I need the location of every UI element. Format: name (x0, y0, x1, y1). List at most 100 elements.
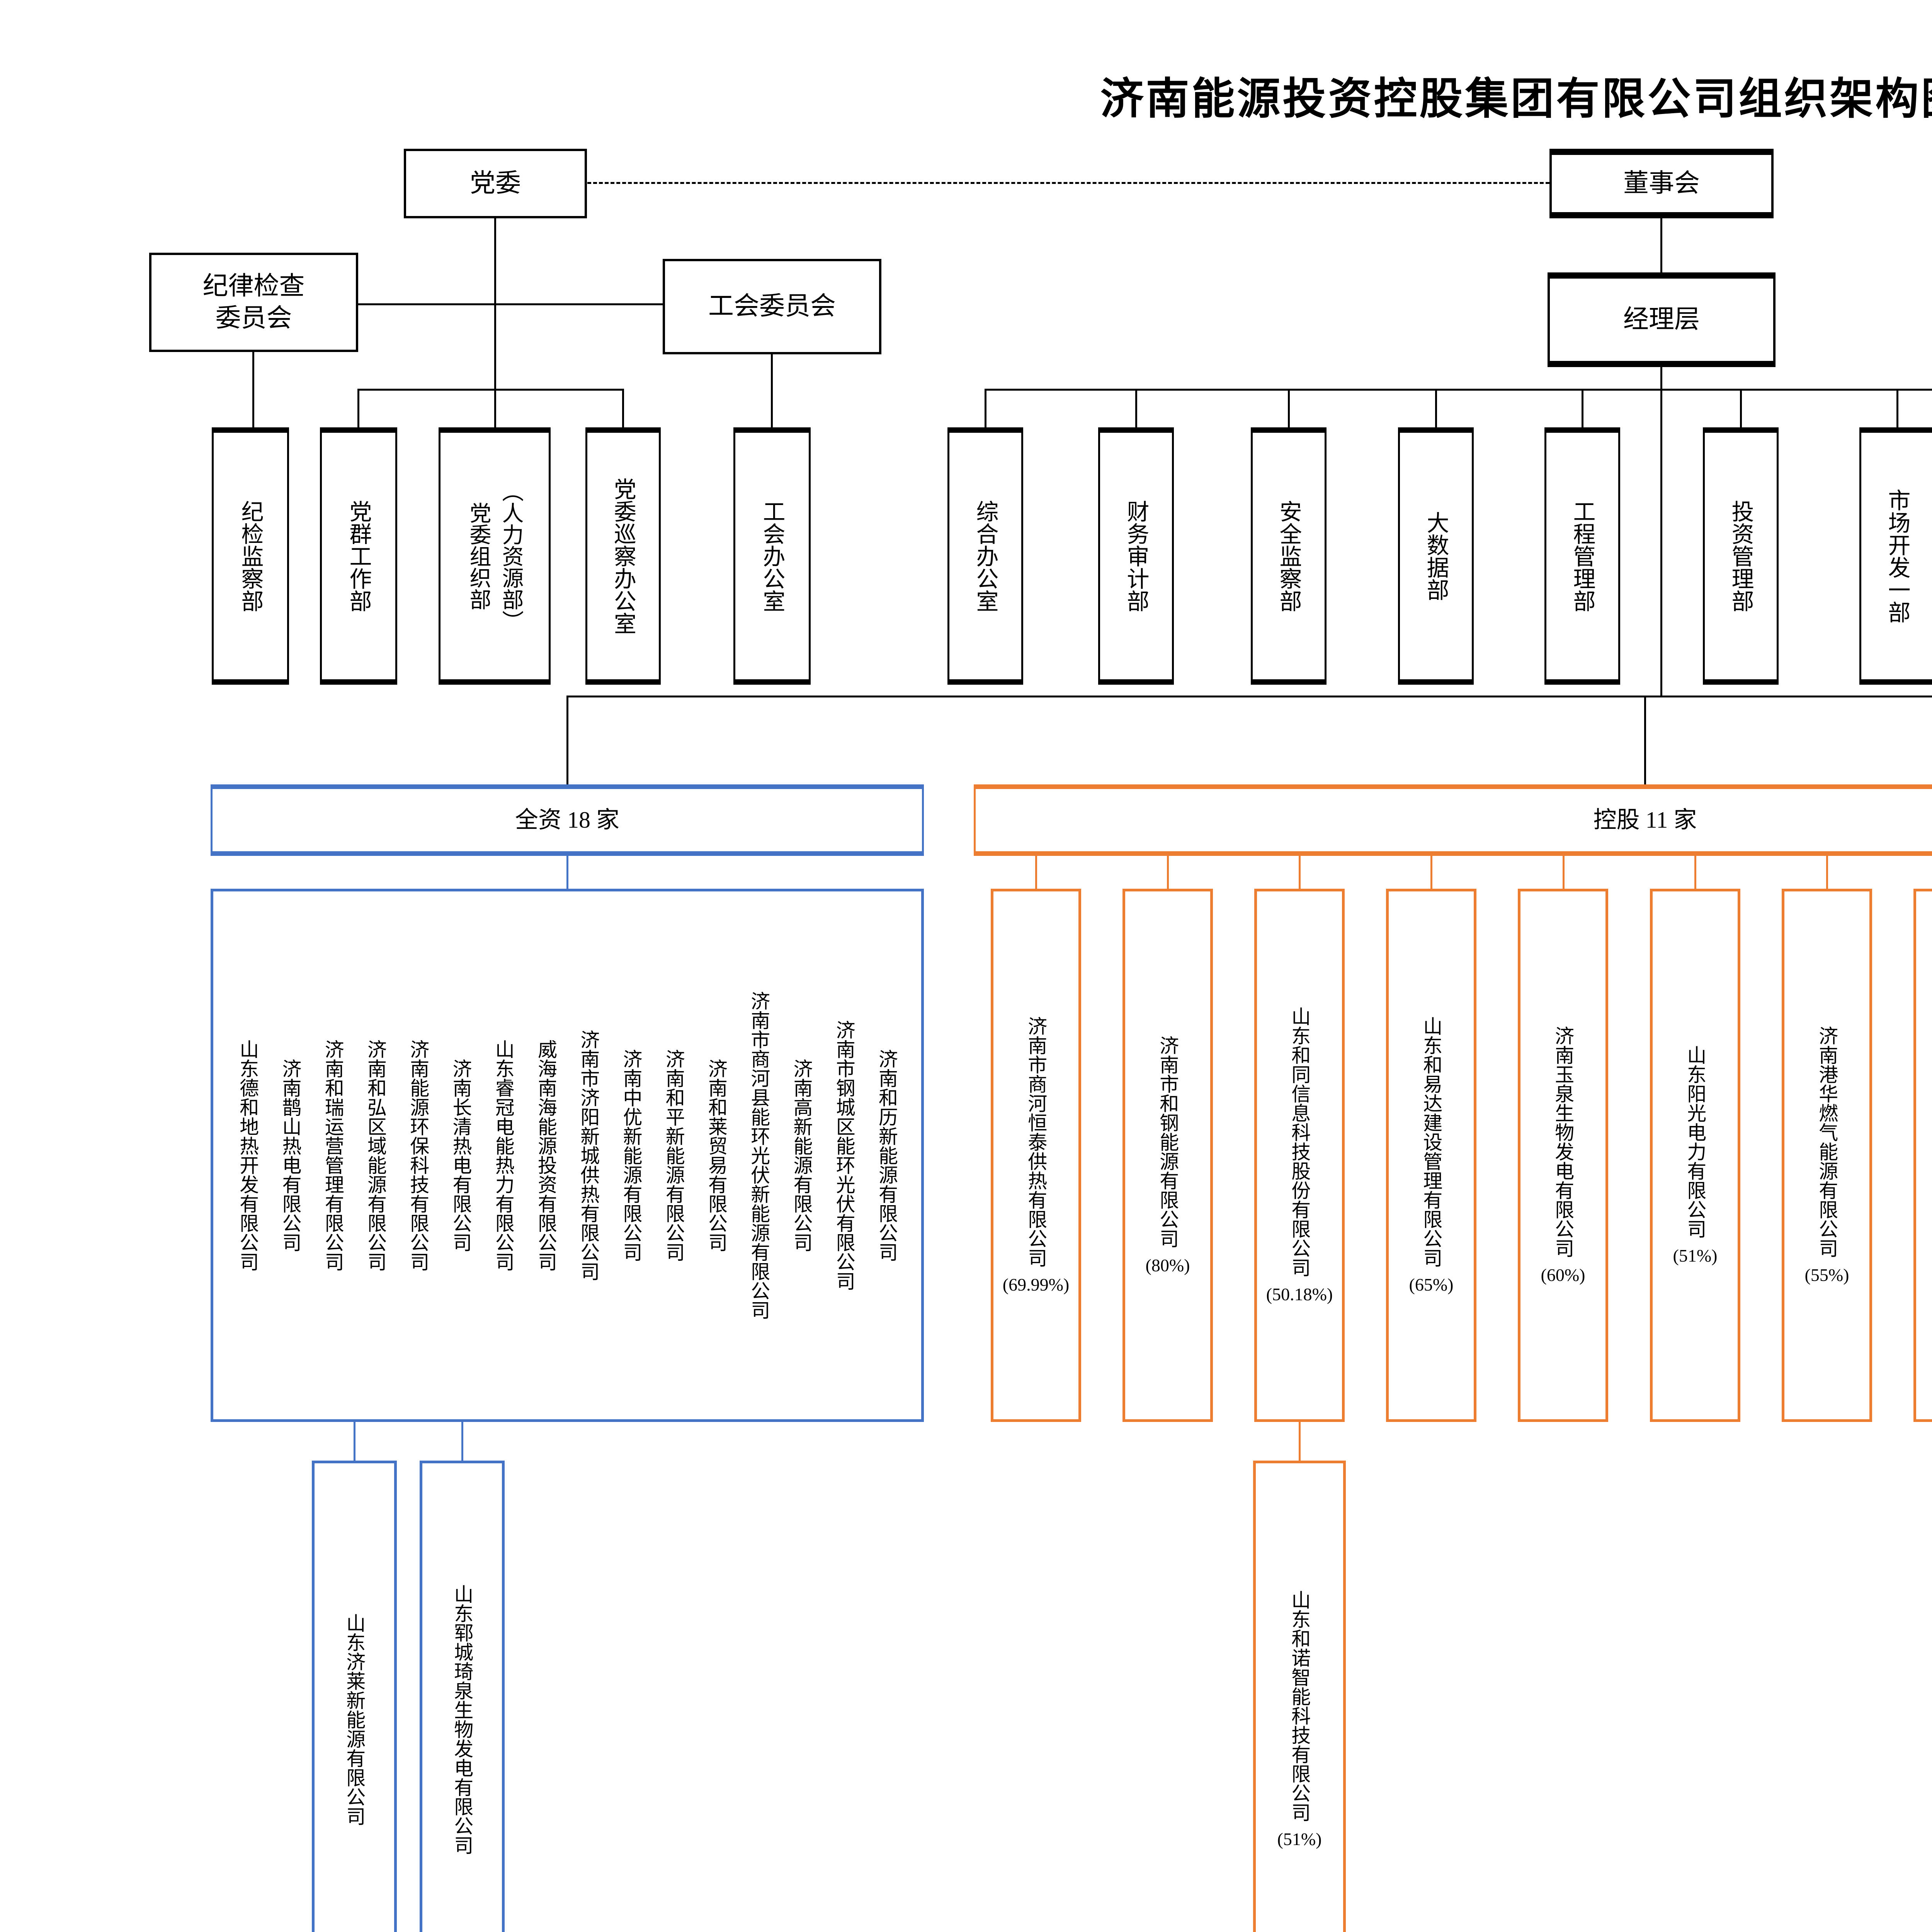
ownership-percentage: (55%) (1804, 1265, 1849, 1285)
connector-sections (566, 696, 1932, 697)
party-committee-box: 党委 (404, 149, 587, 218)
company-name: 山东郓城琦泉生物发电有限公司 (451, 1584, 473, 1855)
dept-label: 工程管理部 (1570, 500, 1595, 612)
dept-discipline-supervision: 纪检监察部 (212, 427, 289, 685)
company-name: 济南市济阳新城供热有限公司 (578, 1030, 600, 1281)
company-name: 山东济莱新能源有限公司 (344, 1613, 366, 1826)
dept-label: 综合办公室 (973, 500, 998, 612)
company-name: 济南鹊山热电有限公司 (279, 1059, 301, 1252)
union-committee-box: 工会委员会 (663, 259, 881, 354)
party-committee-label: 党委 (470, 169, 521, 197)
company-box: 山东郓城琦泉生物发电有限公司 (420, 1461, 505, 1932)
connector (1740, 389, 1742, 427)
connector (494, 389, 496, 427)
company-name: 济南和弘区域能源有限公司 (365, 1039, 386, 1271)
connector (771, 354, 773, 427)
dept-union-office: 工会办公室 (733, 427, 811, 685)
ownership-percentage: (51%) (1673, 1245, 1718, 1265)
dept-party-inspection-office: 党委巡察办公室 (585, 427, 661, 685)
company-name: 济南长清热电有限公司 (450, 1059, 472, 1252)
union-committee-label: 工会委员会 (708, 292, 836, 321)
dept-engineering-management: 工程管理部 (1544, 427, 1620, 685)
section-header-wholly-owned: 全资 18 家 (211, 784, 924, 856)
dept-general-office: 综合办公室 (947, 427, 1023, 685)
company-name: 济南中优新能源有限公司 (620, 1049, 642, 1262)
company-name: 济南和莱贸易有限公司 (706, 1059, 727, 1252)
company-box: 山东阳光电力有限公司 (51%) (1650, 889, 1740, 1422)
board-of-directors-box: 董事会 (1549, 149, 1774, 218)
company-box: 济南市和钢能源有限公司 (80%) (1122, 889, 1213, 1422)
section-header-holding: 控股 11 家 (974, 784, 1932, 856)
company-box: 济南玉泉生物发电有限公司 (60%) (1518, 889, 1608, 1422)
ownership-percentage: (69.99%) (1002, 1274, 1070, 1294)
ownership-percentage: (60%) (1541, 1265, 1585, 1285)
dept-label: 财务审计部 (1123, 500, 1149, 612)
connector (494, 218, 496, 389)
dept-label: （人力资源部） 党委组织部 (466, 480, 523, 632)
company-box: 济南和赢能源发展有限公司 (70%) (1913, 889, 1932, 1422)
company-box: 济南港华燃气能源有限公司 (55%) (1782, 889, 1872, 1422)
ownership-percentage: (80%) (1145, 1255, 1190, 1275)
dept-investment-management: 投资管理部 (1703, 427, 1779, 685)
discipline-committee-label: 纪律检查 委员会 (202, 272, 305, 332)
dept-label: 大数据部 (1423, 511, 1449, 601)
connector (357, 389, 359, 427)
dept-label: 党群工作部 (346, 500, 371, 612)
connector (1563, 856, 1565, 889)
company-name: 山东和同信息科技股份有限公司 (1289, 1006, 1311, 1277)
dept-label: 投资管理部 (1728, 500, 1753, 612)
connector (1299, 856, 1301, 889)
dept-label: 工会办公室 (759, 500, 785, 612)
ownership-percentage: (50.18%) (1266, 1284, 1333, 1304)
company-name: 济南市商河县能环光伏新能源有限公司 (748, 991, 770, 1320)
company-name: 山东和易达建设管理有限公司 (1420, 1016, 1442, 1267)
connector-main-trunk (1660, 367, 1662, 696)
management-box: 经理层 (1548, 272, 1776, 367)
connector (1694, 856, 1696, 889)
company-box: 山东济莱新能源有限公司 (312, 1461, 397, 1932)
connector (252, 352, 254, 427)
connector (1430, 856, 1432, 889)
company-name: 济南港华燃气能源有限公司 (1816, 1026, 1838, 1258)
connector (1435, 389, 1437, 427)
company-name: 济南市和钢能源有限公司 (1157, 1035, 1179, 1248)
ownership-percentage: (65%) (1409, 1274, 1454, 1294)
company-name: 威海南海能源投资有限公司 (535, 1039, 557, 1271)
company-name: 济南能源环保科技有限公司 (407, 1039, 429, 1271)
connector (354, 1422, 355, 1461)
connector (622, 389, 624, 427)
company-box: 山东和诺智能科技有限公司 (51%) (1253, 1461, 1346, 1932)
dept-label: 党委巡察办公室 (611, 478, 636, 634)
connector (1167, 856, 1169, 889)
discipline-committee-box: 纪律检查 委员会 (149, 253, 358, 352)
company-name: 山东和诺智能科技有限公司 (1289, 1590, 1311, 1822)
connector (985, 389, 986, 427)
dept-label: 纪检监察部 (238, 500, 263, 612)
company-name: 山东阳光电力有限公司 (1684, 1045, 1706, 1238)
connector (357, 389, 624, 391)
dept-party-mass-work: 党群工作部 (320, 427, 397, 685)
company-name: 济南玉泉生物发电有限公司 (1552, 1026, 1574, 1258)
connector (1288, 389, 1290, 427)
connector-dashed-party-board (587, 182, 1549, 184)
company-name: 济南和历新能源有限公司 (876, 1049, 898, 1262)
connector (1035, 856, 1037, 889)
connector (358, 303, 663, 305)
connector-departments (985, 389, 1932, 391)
connector (1299, 1422, 1301, 1461)
section-label: 全资 18 家 (515, 807, 619, 833)
company-name: 济南和平新能源有限公司 (663, 1049, 685, 1262)
ownership-percentage: (51%) (1277, 1829, 1322, 1849)
connector (1660, 218, 1662, 272)
connector (1896, 389, 1898, 427)
connector (566, 856, 568, 889)
company-box: 山东和同信息科技股份有限公司 (50.18%) (1254, 889, 1345, 1422)
wholly-owned-companies-box: 山东德和地热开发有限公司 济南鹊山热电有限公司 济南和瑞运营管理有限公司 济南和… (211, 889, 924, 1422)
dept-safety-supervision: 安全监察部 (1251, 427, 1327, 685)
company-name: 济南和瑞运营管理有限公司 (322, 1039, 344, 1271)
connector (566, 696, 568, 784)
connector (1135, 389, 1137, 427)
management-label: 经理层 (1623, 305, 1700, 334)
section-label: 控股 11 家 (1593, 807, 1697, 833)
